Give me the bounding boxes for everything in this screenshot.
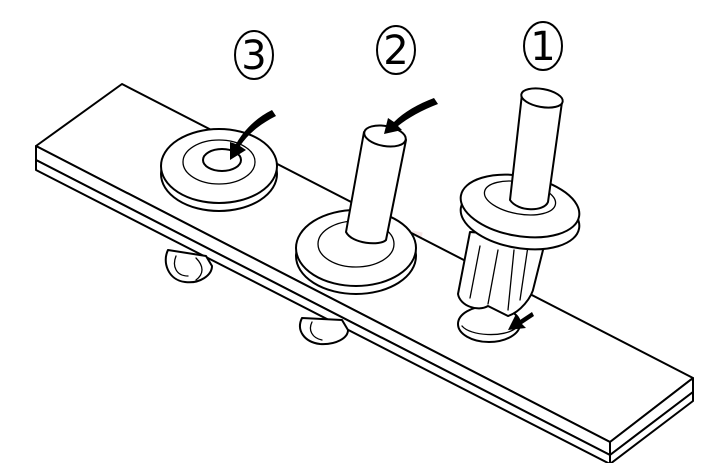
rivet-2-legs [299,317,349,346]
step-number-2: 2 [383,28,408,74]
step-label-1: 1 [523,21,563,71]
step-label-2: 2 [376,25,416,75]
step-number-3: 3 [241,33,266,79]
rivet-2 [295,98,438,295]
step-number-1: 1 [530,24,555,70]
rivet-3-legs [164,249,213,284]
rivet-3 [160,110,278,212]
rivet-3-arrow [230,110,276,160]
rivet-1-arrow [508,312,534,330]
rivet-2-arrow [384,98,438,134]
rivet-1 [457,87,581,343]
step-label-3: 3 [234,30,274,80]
